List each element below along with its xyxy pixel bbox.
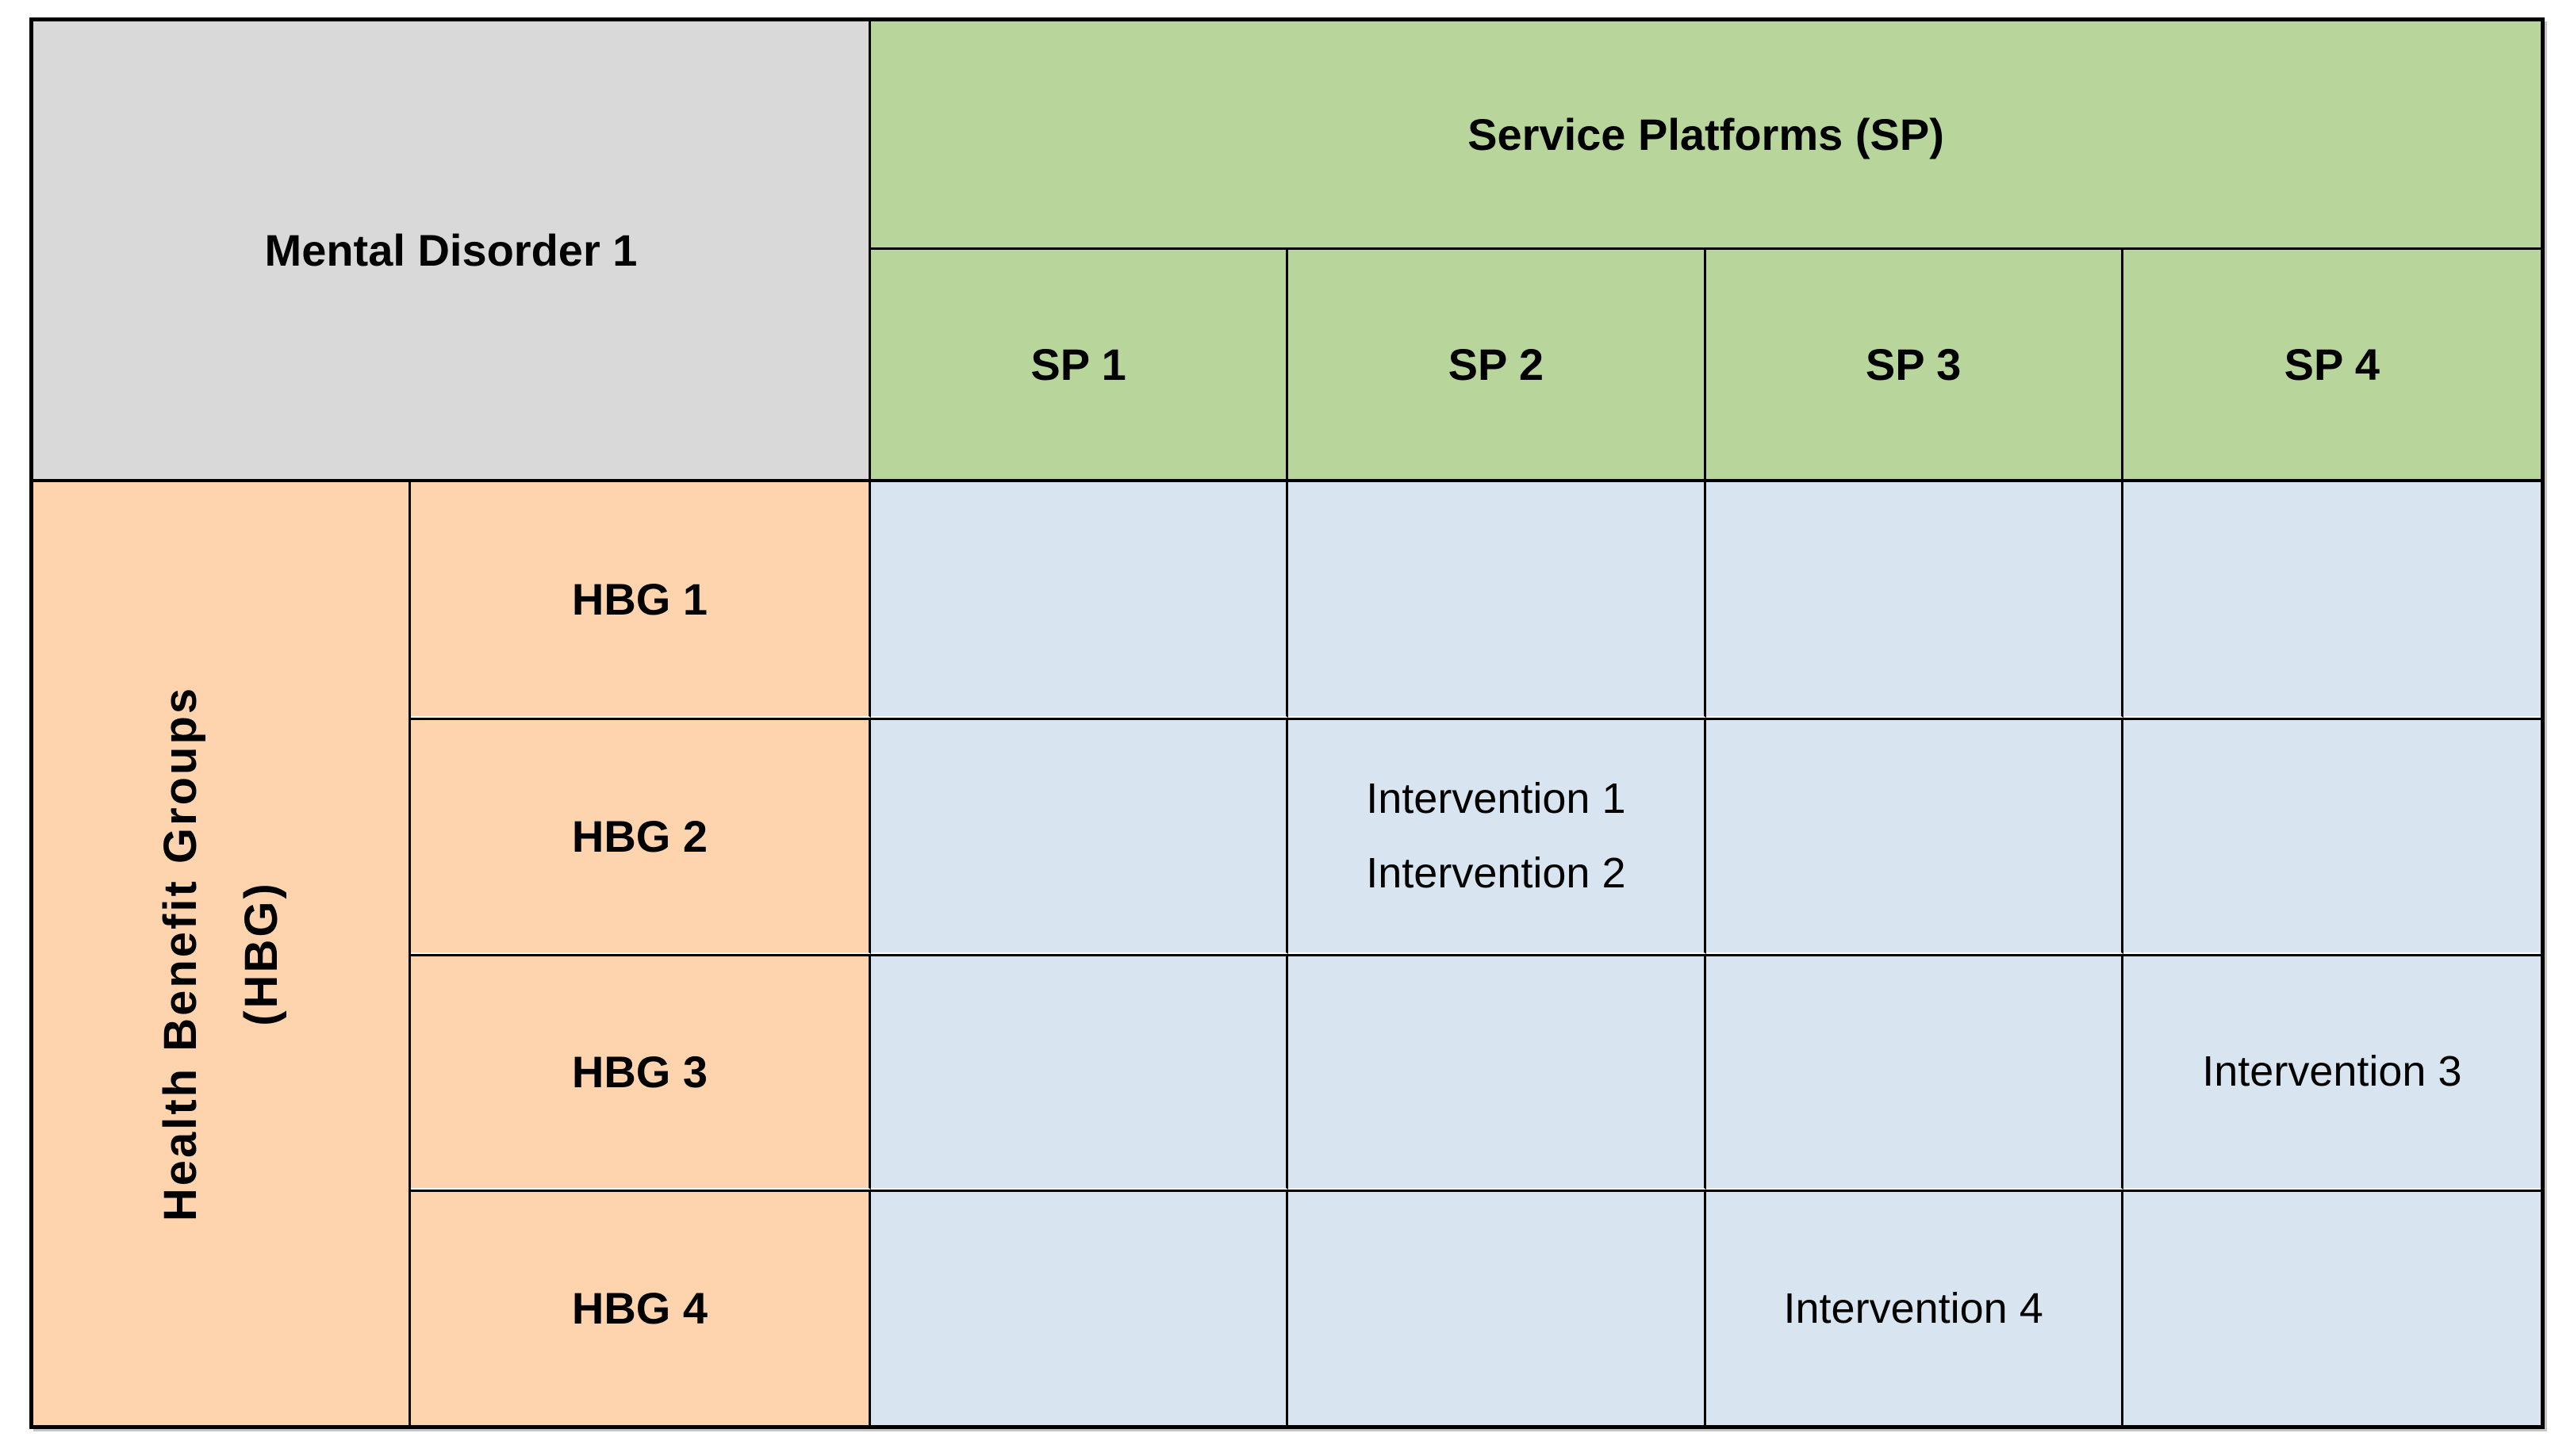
matrix-cell-hbg4-sp2 (1288, 1189, 1706, 1425)
column-header-sp-4: SP 4 (2123, 250, 2541, 482)
column-header-sp-2-label: SP 2 (1448, 339, 1544, 389)
row-header-hbg-2-label: HBG 2 (571, 810, 708, 861)
matrix-cell-hbg3-sp2 (1288, 953, 1706, 1190)
corner-header-cell: Mental Disorder 1 (33, 21, 871, 482)
row-header-hbg-3: HBG 3 (411, 953, 871, 1190)
column-header-sp-3-label: SP 3 (1865, 339, 1962, 389)
column-group-header-cell: Service Platforms (SP) (871, 21, 2541, 250)
intervention-matrix-table: Mental Disorder 1 Service Platforms (SP)… (29, 17, 2545, 1429)
row-group-label-line-1: Health Benefit Groups (155, 685, 207, 1222)
row-header-hbg-1: HBG 1 (411, 482, 871, 718)
row-group-header-label: Health Benefit Groups (HBG) (140, 686, 301, 1221)
intervention-2-label: Intervention 2 (1366, 849, 1626, 898)
column-header-sp-1-label: SP 1 (1030, 339, 1126, 389)
corner-header-label: Mental Disorder 1 (264, 225, 638, 275)
matrix-cell-hbg3-sp1 (871, 953, 1289, 1190)
row-group-header-cell: Health Benefit Groups (HBG) (33, 482, 411, 1425)
matrix-cell-hbg1-sp2 (1288, 482, 1706, 718)
matrix-cell-hbg2-sp4 (2123, 718, 2541, 954)
matrix-cell-hbg2-sp3 (1705, 718, 2123, 954)
row-header-hbg-2: HBG 2 (411, 718, 871, 954)
matrix-cell-hbg4-sp3: Intervention 4 (1705, 1189, 2123, 1425)
matrix-cell-hbg4-sp4 (2123, 1189, 2541, 1425)
intervention-4-label: Intervention 4 (1783, 1284, 2043, 1332)
row-header-hbg-3-label: HBG 3 (571, 1047, 708, 1098)
row-header-hbg-4: HBG 4 (411, 1189, 871, 1425)
column-header-sp-3: SP 3 (1705, 250, 2123, 482)
matrix-cell-hbg2-sp1 (871, 718, 1289, 954)
matrix-cell-hbg3-sp4: Intervention 3 (2123, 953, 2541, 1190)
column-header-sp-2: SP 2 (1288, 250, 1706, 482)
column-header-sp-4-label: SP 4 (2284, 339, 2380, 389)
row-header-hbg-4-label: HBG 4 (571, 1283, 708, 1334)
row-group-label-line-2: (HBG) (235, 881, 287, 1026)
row-header-hbg-1-label: HBG 1 (571, 574, 708, 625)
matrix-cell-hbg4-sp1 (871, 1189, 1289, 1425)
matrix-cell-hbg1-sp1 (871, 482, 1289, 718)
matrix-cell-hbg2-sp2: Intervention 1 Intervention 2 (1288, 718, 1706, 954)
matrix-cell-hbg1-sp3 (1705, 482, 2123, 718)
intervention-1-label: Intervention 1 (1366, 774, 1626, 822)
matrix-cell-hbg1-sp4 (2123, 482, 2541, 718)
column-group-header-label: Service Platforms (SP) (1467, 109, 1944, 159)
intervention-3-label: Intervention 3 (2202, 1048, 2462, 1096)
matrix-cell-hbg3-sp3 (1705, 953, 2123, 1190)
column-header-sp-1: SP 1 (871, 250, 1289, 482)
